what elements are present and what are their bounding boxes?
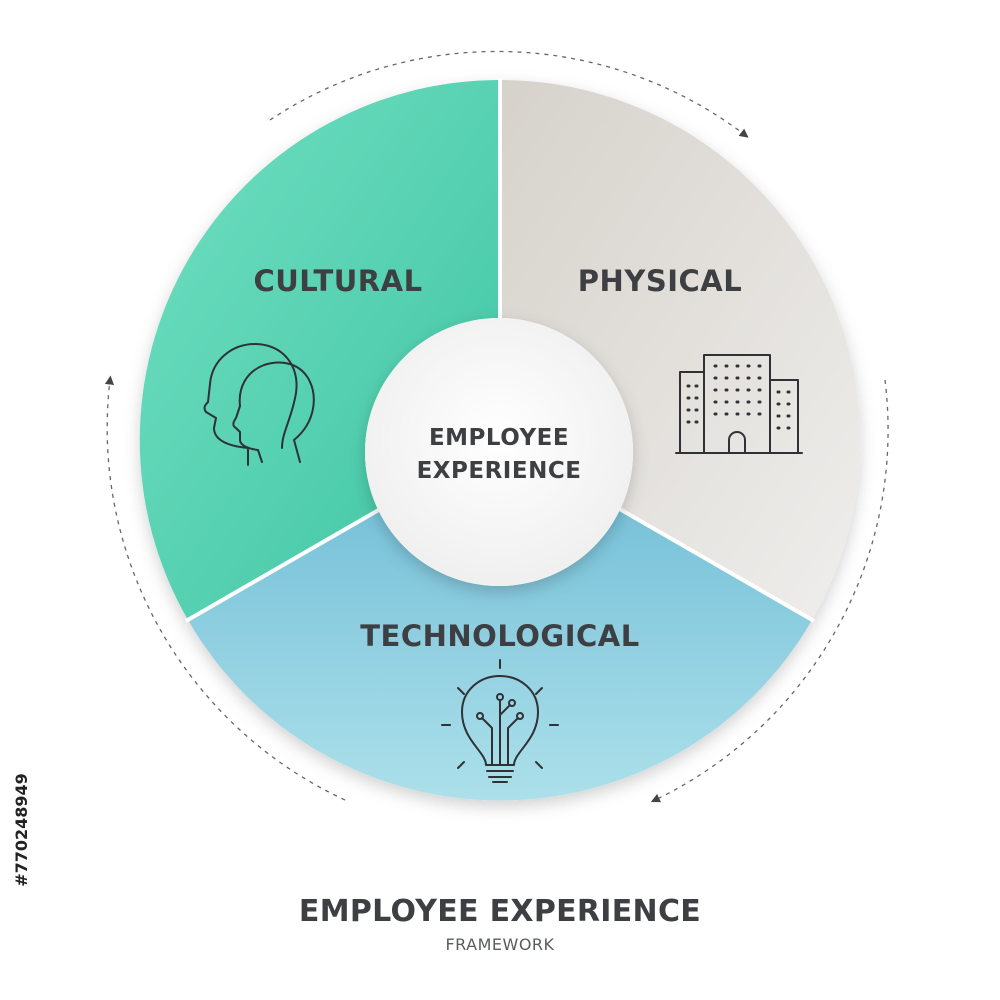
segment-label-cultural: CULTURAL (253, 264, 422, 298)
dashed-clockwise-arrow-icon (269, 50, 749, 138)
dashed-clockwise-arrow-icon (104, 375, 346, 801)
two-heads-icon (203, 343, 315, 466)
segment-label-physical: PHYSICAL (578, 264, 742, 298)
cycle-arrows (104, 50, 889, 803)
dashed-clockwise-arrow-icon (650, 379, 889, 803)
lightbulb-circuit-icon (441, 659, 559, 783)
buildings-icon (675, 354, 803, 454)
center-circle: EMPLOYEE EXPERIENCE (365, 318, 633, 586)
center-label-line1: EMPLOYEE (429, 425, 569, 451)
center-label-line2: EXPERIENCE (417, 458, 582, 484)
footer-title: EMPLOYEE EXPERIENCE (299, 894, 701, 929)
footer-subtitle: FRAMEWORK (445, 935, 554, 954)
segment-label-technological: TECHNOLOGICAL (360, 619, 639, 653)
side-stock-id: #770248949 (12, 773, 31, 887)
